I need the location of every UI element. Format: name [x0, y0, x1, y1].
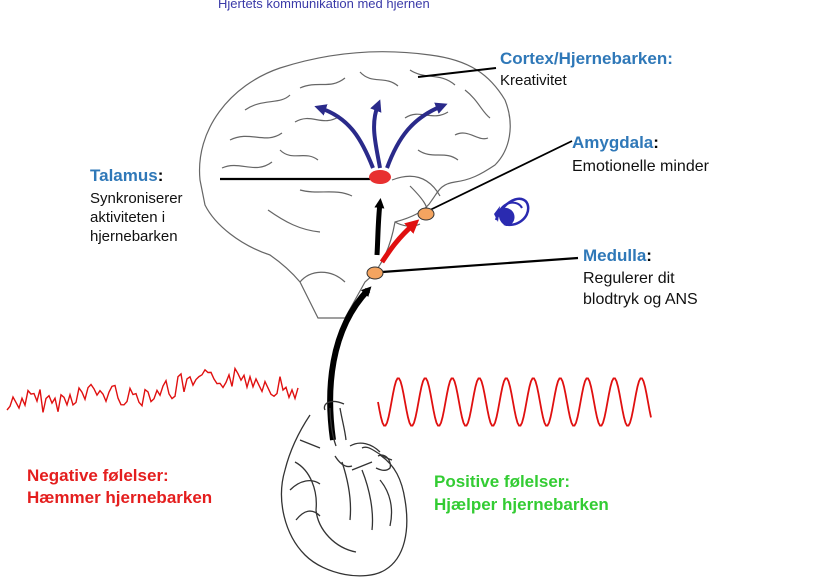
- diagram-title: Hjertets kommunikation med hjernen: [218, 0, 430, 11]
- talamus-colon: :: [157, 166, 164, 185]
- positive-emotions-line-2: Hjælper hjernebarken: [434, 495, 609, 514]
- cortex-pointer: [417, 67, 497, 78]
- amygdala-arrow: [379, 219, 420, 264]
- medulla-description-line-2: blodtryk og ANS: [583, 291, 698, 308]
- medulla-description-line-1: Regulerer dit: [583, 270, 675, 287]
- eye-icon: [494, 197, 530, 227]
- negative-waveform: [6, 366, 299, 413]
- medulla-node: [366, 266, 384, 280]
- amygdala-description: Emotionelle minder: [572, 158, 709, 175]
- negative-emotions-line-2: Hæmmer hjernebarken: [27, 488, 213, 507]
- medulla-label: Medulla:: [583, 246, 652, 266]
- heart-brain-arrow: [327, 198, 385, 441]
- brain-outline: [198, 51, 511, 319]
- talamus-label: Talamus:: [90, 166, 163, 186]
- positive-emotions-line-1: Positive følelser:: [434, 472, 571, 491]
- thalamus-node: [369, 170, 391, 184]
- cortex-arrows: [314, 99, 448, 169]
- talamus-label-text: Talamus: [90, 166, 158, 185]
- cortex-label: Cortex/Hjernebarken:: [500, 49, 673, 68]
- medulla-colon: :: [646, 246, 652, 265]
- amygdala-node: [417, 207, 435, 221]
- medulla-label-text: Medulla: [583, 246, 647, 265]
- cortex-description: Kreativitet: [500, 72, 567, 89]
- heart-outline: [280, 400, 408, 577]
- talamus-description-line-1: Synkroniserer: [90, 190, 183, 207]
- amygdala-colon: :: [653, 133, 659, 152]
- talamus-description-line-2: aktiviteten i: [90, 209, 166, 226]
- negative-emotions-line-1: Negative følelser:: [27, 466, 169, 485]
- medulla-pointer: [381, 256, 579, 274]
- positive-waveform: [377, 377, 652, 427]
- amygdala-pointer: [429, 140, 573, 211]
- amygdala-label-text: Amygdala: [572, 133, 654, 152]
- talamus-description-line-3: hjernebarken: [90, 228, 178, 245]
- amygdala-label: Amygdala:: [572, 133, 659, 153]
